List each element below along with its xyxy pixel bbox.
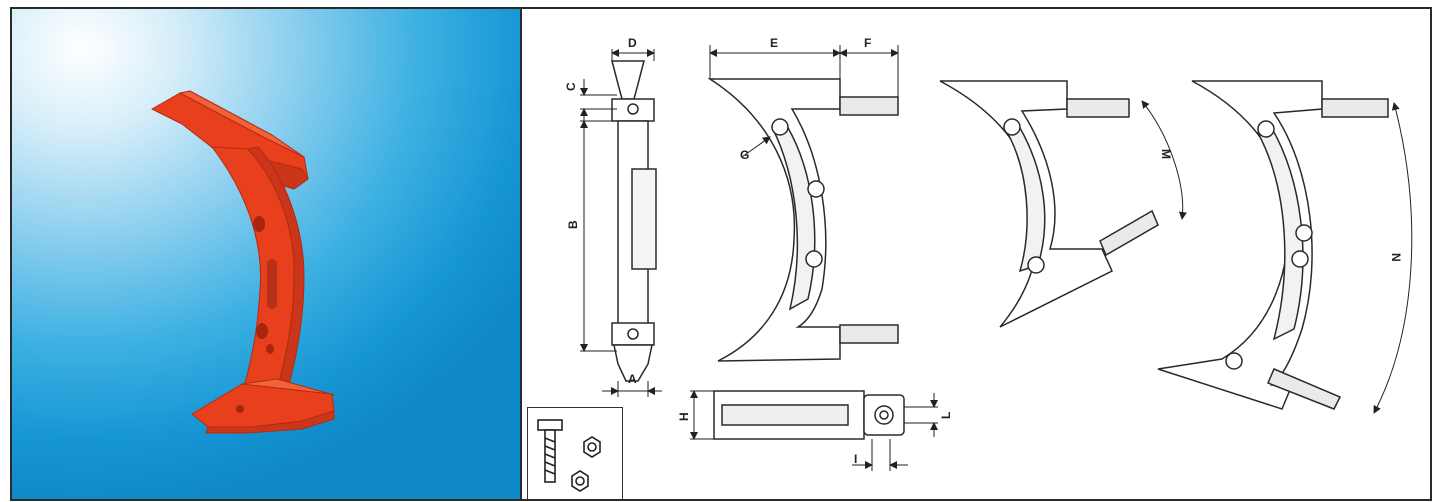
dimension-drawing: C B D A E F G — [564, 36, 1413, 471]
dim-label-d: D — [628, 36, 637, 50]
dim-label-l: L — [939, 412, 953, 419]
front-view-half-open — [939, 80, 1159, 328]
dim-label-c: C — [564, 82, 578, 91]
hex-nut-icon-2 — [571, 470, 589, 492]
product-sheet-frame: C B D A E F G — [10, 7, 1432, 501]
dim-label-b: B — [566, 220, 580, 229]
technical-drawing-panel: C B D A E F G — [522, 9, 1430, 499]
hardware-icons — [537, 419, 601, 492]
hardware-inset — [527, 407, 623, 499]
product-photo-panel — [12, 9, 522, 499]
dim-label-h: H — [677, 412, 691, 421]
dim-label-e: E — [770, 36, 778, 50]
red-part-render — [151, 90, 335, 434]
front-view-closed — [707, 78, 899, 362]
side-view — [611, 60, 657, 382]
dim-label-g: G — [740, 148, 749, 162]
dim-label-a: A — [628, 372, 637, 386]
front-view-fully-open — [1157, 80, 1389, 410]
dim-label-m: M — [1159, 149, 1173, 159]
dim-label-f: F — [864, 36, 871, 50]
screw-icon — [537, 419, 563, 483]
dim-label-i: I — [854, 452, 857, 466]
hex-nut-icon — [583, 436, 601, 458]
bottom-view — [713, 390, 905, 440]
dim-label-n: N — [1389, 253, 1403, 262]
